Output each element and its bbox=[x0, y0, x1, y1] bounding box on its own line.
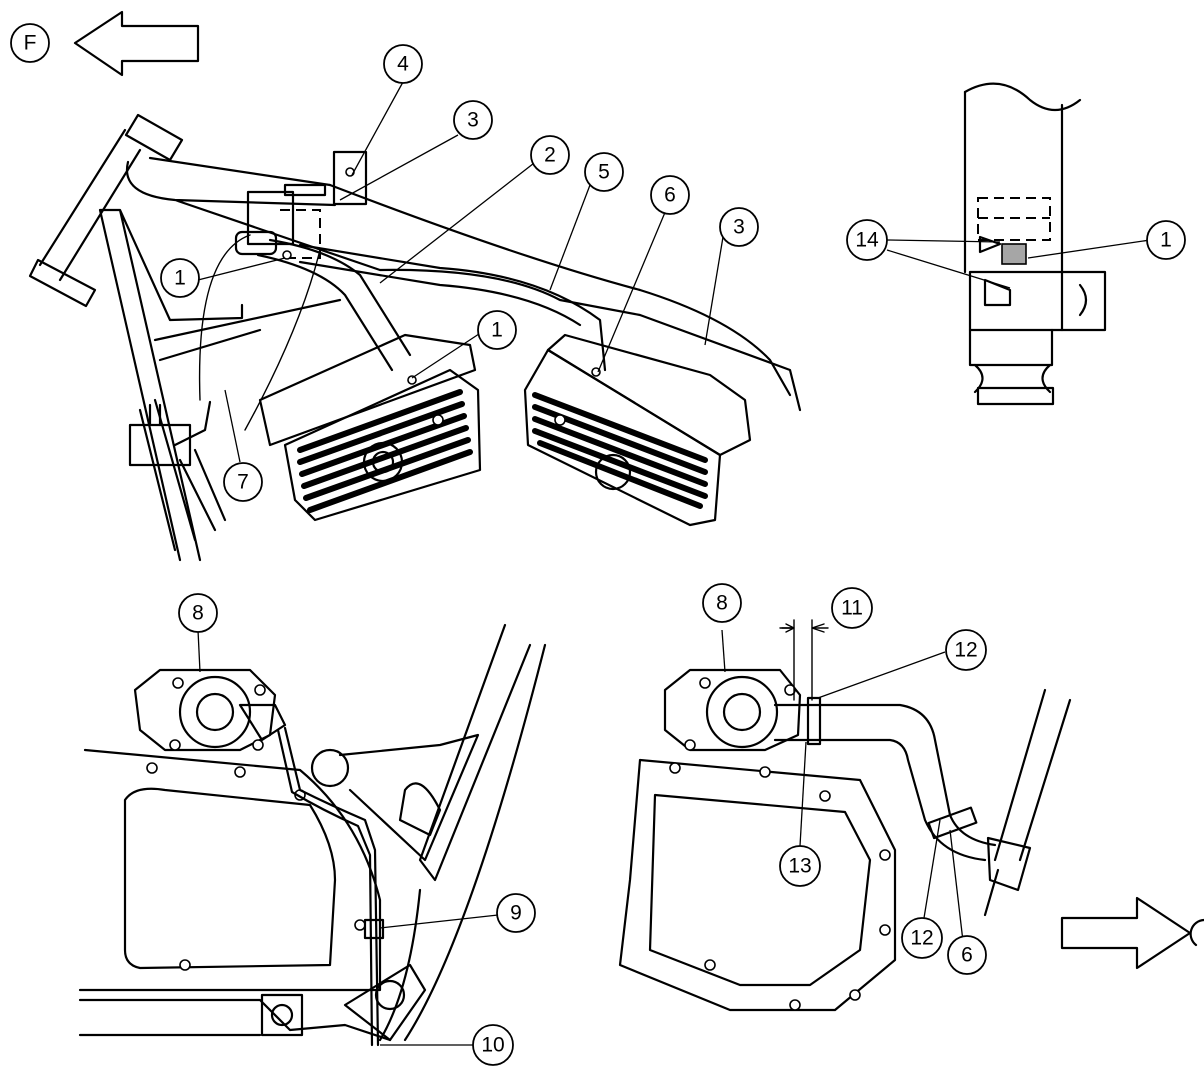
callout-8-right: 8 bbox=[702, 583, 742, 623]
svg-text:7: 7 bbox=[237, 471, 249, 494]
callout-3-a: 3 bbox=[453, 100, 493, 140]
callout-10: 10 bbox=[472, 1024, 514, 1066]
left-arrow-icon bbox=[73, 10, 200, 77]
bottom-right-view bbox=[618, 619, 1072, 1012]
callout-7: 7 bbox=[223, 462, 263, 502]
callout-12-top: 12 bbox=[945, 629, 987, 671]
callout-5: 5 bbox=[584, 152, 624, 192]
svg-text:1: 1 bbox=[491, 319, 503, 342]
frame-main-tube bbox=[125, 156, 802, 412]
callout-1-mid: 1 bbox=[477, 310, 517, 350]
callout-2: 2 bbox=[530, 135, 570, 175]
callout-14: 14 bbox=[846, 219, 888, 261]
svg-text:F: F bbox=[24, 32, 37, 55]
bottom-left-view bbox=[78, 623, 547, 1047]
callout-6-bottom: 6 bbox=[947, 935, 987, 975]
breather-hose bbox=[276, 726, 380, 1047]
leader-lines bbox=[197, 81, 1151, 1046]
svg-text:10: 10 bbox=[481, 1034, 504, 1057]
svg-text:9: 9 bbox=[510, 902, 522, 925]
callout-9: 9 bbox=[496, 893, 536, 933]
callout-8-left: 8 bbox=[178, 593, 218, 633]
steering-head bbox=[124, 113, 184, 162]
callout-11: 11 bbox=[831, 587, 873, 629]
crankcase-cover bbox=[78, 748, 382, 992]
svg-text:3: 3 bbox=[467, 109, 479, 132]
callout-3-b: 3 bbox=[719, 207, 759, 247]
svg-text:5: 5 bbox=[598, 161, 610, 184]
overflow-tube bbox=[198, 234, 321, 431]
svg-text:8: 8 bbox=[716, 592, 728, 615]
pump-cover bbox=[133, 668, 277, 752]
callout-13: 13 bbox=[779, 845, 821, 887]
callout-12-bottom: 12 bbox=[901, 917, 943, 959]
pipe-detail-view bbox=[963, 82, 1107, 406]
svg-text:12: 12 bbox=[910, 927, 933, 950]
hose-clamp bbox=[806, 696, 822, 746]
svg-text:3: 3 bbox=[733, 216, 745, 239]
top-assembly-view bbox=[28, 113, 802, 562]
callout-6-top: 6 bbox=[650, 175, 690, 215]
svg-text:6: 6 bbox=[961, 944, 973, 967]
crankcase-cover-right bbox=[618, 758, 897, 1012]
hose-5 bbox=[298, 243, 607, 372]
front-direction-indicator: F bbox=[10, 10, 200, 77]
svg-text:1: 1 bbox=[1160, 229, 1172, 252]
svg-text:1: 1 bbox=[174, 267, 186, 290]
hose-2 bbox=[256, 238, 412, 372]
right-arrow-icon bbox=[1060, 896, 1192, 970]
hatched-marking bbox=[1001, 243, 1027, 265]
rear-direction-indicator bbox=[1060, 896, 1204, 970]
callout-1-top-left: 1 bbox=[160, 258, 200, 298]
svg-text:12: 12 bbox=[954, 639, 977, 662]
svg-text:2: 2 bbox=[544, 144, 556, 167]
thermostat-housing bbox=[246, 190, 295, 246]
bracket bbox=[332, 150, 368, 206]
svg-text:8: 8 bbox=[192, 602, 204, 625]
svg-text:14: 14 bbox=[855, 229, 879, 252]
left-radiator bbox=[258, 333, 482, 522]
callout-1-detail: 1 bbox=[1146, 220, 1186, 260]
svg-text:6: 6 bbox=[664, 184, 676, 207]
svg-text:4: 4 bbox=[397, 53, 409, 76]
right-radiator bbox=[523, 333, 752, 527]
svg-text:13: 13 bbox=[788, 855, 811, 878]
coolant-hose bbox=[773, 703, 997, 862]
front-label: F bbox=[10, 23, 50, 63]
svg-text:11: 11 bbox=[841, 597, 863, 620]
callout-4: 4 bbox=[383, 44, 423, 84]
